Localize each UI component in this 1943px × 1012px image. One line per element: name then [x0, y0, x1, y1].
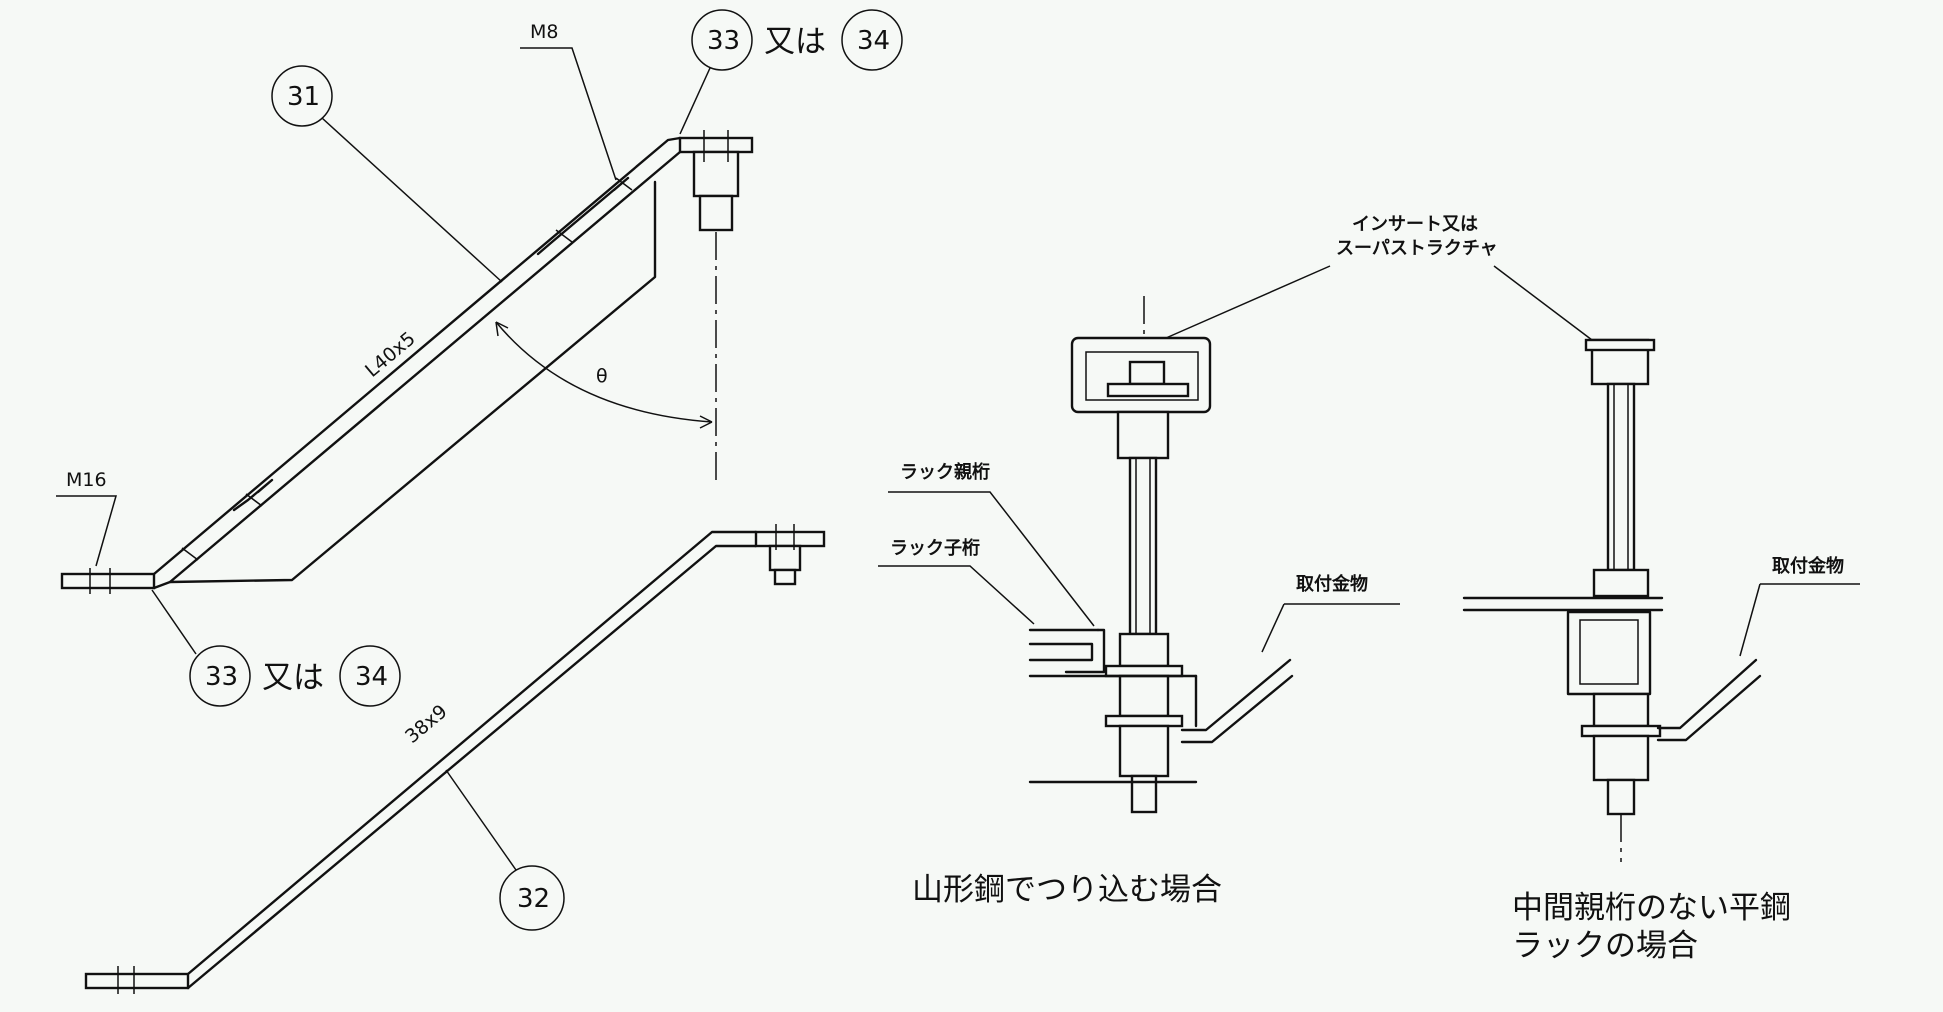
- right-nut-2: [1592, 692, 1650, 728]
- angle-top-bolt: [698, 194, 734, 232]
- part-33-top-balloon: [691, 9, 753, 71]
- part-31-balloon: [271, 65, 333, 127]
- part-33-top-leader: [679, 67, 711, 135]
- caption-flat-line1: 中間親桁のない平鋼: [1512, 890, 1791, 926]
- flat-bar-bottom-foot: [84, 972, 190, 990]
- part-31-leader: [321, 117, 503, 283]
- flat-bar-top-nut: [768, 544, 802, 572]
- rack-main-beam-leader: [888, 491, 1095, 627]
- part-31-number: 31: [287, 82, 320, 112]
- angle-top-nut: [692, 150, 740, 198]
- insert-leader-right: [1493, 265, 1593, 341]
- part-34-bottom-balloon: [339, 645, 401, 707]
- part-33-bottom-leader: [151, 589, 197, 655]
- connector-or-top: 又は: [764, 24, 826, 60]
- rack-sub-beam-leader: [878, 565, 1035, 625]
- insert-plate: [1106, 382, 1190, 398]
- flat-bar-size-label: 38x9: [401, 700, 452, 747]
- angle-bolt-ticks: [89, 177, 633, 594]
- right-insert-cap: [1584, 338, 1656, 352]
- sub-beam-angle-leg: [1064, 628, 1106, 674]
- flat-bar-top-foot: [754, 530, 826, 548]
- angle-brace-assembly: θ L40x5: [60, 130, 754, 594]
- part-33-bottom-balloon: [189, 645, 251, 707]
- angle-hanging-labels: インサート又は スーパストラクチャ ラック親桁 ラック子桁 取付金物 山形鋼でつ…: [878, 214, 1593, 908]
- bolt-m16-leader: [56, 495, 117, 567]
- fitting-right-label: 取付金物: [1772, 555, 1844, 577]
- angle-hanging-case: [1028, 296, 1294, 814]
- clip-plate-upper: [536, 176, 630, 256]
- angle-flange-leg: [168, 180, 657, 584]
- part-34-top-number: 34: [857, 26, 890, 56]
- insert-leader-left: [1165, 265, 1331, 339]
- caption-flat-line2: ラックの場合: [1512, 928, 1698, 964]
- fitting-right-bar: [1656, 658, 1758, 730]
- right-bracket-outer: [1566, 610, 1652, 696]
- middle-nut-3: [1118, 724, 1170, 778]
- flat-bar-top-bolt: [773, 568, 797, 586]
- caption-angle-case: 山形鋼でつり込む場合: [912, 872, 1222, 908]
- part-32-leader: [445, 769, 517, 871]
- part-32-number: 32: [517, 884, 550, 914]
- fitting-right-bar-lower: [1656, 674, 1762, 742]
- right-hanger-rod: [1606, 382, 1636, 572]
- flat-bar-lower-edge: [186, 544, 758, 990]
- bolt-m8-label: M8: [530, 21, 558, 43]
- angle-callouts: 31 M8 33 又は 34 M16 33 又は 34: [56, 9, 903, 707]
- angle-top-foot: [678, 136, 754, 154]
- theta-arrowheads: [495, 321, 713, 429]
- right-bracket-inner: [1579, 619, 1639, 685]
- insert-box-inner: [1085, 351, 1199, 401]
- flat-bar-brace-assembly: 38x9 32: [84, 524, 826, 994]
- bolt-m16-label: M16: [66, 469, 107, 491]
- middle-nut-2: [1118, 674, 1170, 718]
- middle-hanger-rod: [1128, 456, 1158, 636]
- fitting-left-bar-lower: [1180, 674, 1294, 744]
- insert-nut: [1128, 360, 1166, 386]
- middle-upper-nut: [1116, 410, 1170, 460]
- insert-label-line1: インサート又は: [1352, 214, 1478, 235]
- angle-body-upper-edge: [152, 136, 682, 576]
- clip-plate-lower: [232, 478, 274, 512]
- sub-beam-angle: [1028, 642, 1094, 662]
- insert-label-line2: スーパストラクチャ: [1336, 238, 1498, 259]
- angle-bottom-foot: [60, 572, 156, 590]
- flat-rack-case: [1462, 338, 1762, 862]
- middle-nut-1: [1118, 632, 1170, 668]
- rack-sub-beam-label: ラック子桁: [890, 537, 980, 559]
- fitting-left-bar: [1180, 658, 1292, 732]
- flat-bar-upper-edge: [186, 530, 758, 976]
- right-washer: [1580, 724, 1662, 738]
- fitting-left-leader-2: [1261, 603, 1285, 653]
- theta-arc: [495, 321, 713, 423]
- connector-or-bottom: 又は: [262, 660, 324, 696]
- middle-washer-1: [1104, 664, 1184, 678]
- fitting-right-leader-2: [1739, 583, 1761, 657]
- fitting-left-label: 取付金物: [1296, 573, 1368, 595]
- flat-rack-labels: 取付金物 中間親桁のない平鋼 ラックの場合: [1512, 555, 1860, 964]
- right-rod-tail: [1606, 778, 1636, 816]
- part-32-balloon: [499, 865, 565, 931]
- middle-washer-2: [1104, 714, 1184, 728]
- part-34-top-balloon: [841, 9, 903, 71]
- bolt-m8-leader: [520, 47, 617, 181]
- right-nut-3: [1592, 734, 1650, 782]
- part-33-bottom-number: 33: [205, 662, 238, 692]
- angle-symbol-label: θ: [596, 365, 608, 387]
- part-33-top-number: 33: [707, 26, 740, 56]
- part-34-bottom-number: 34: [355, 662, 388, 692]
- right-nut-1: [1592, 568, 1650, 598]
- rack-main-beam-label: ラック親桁: [900, 461, 990, 483]
